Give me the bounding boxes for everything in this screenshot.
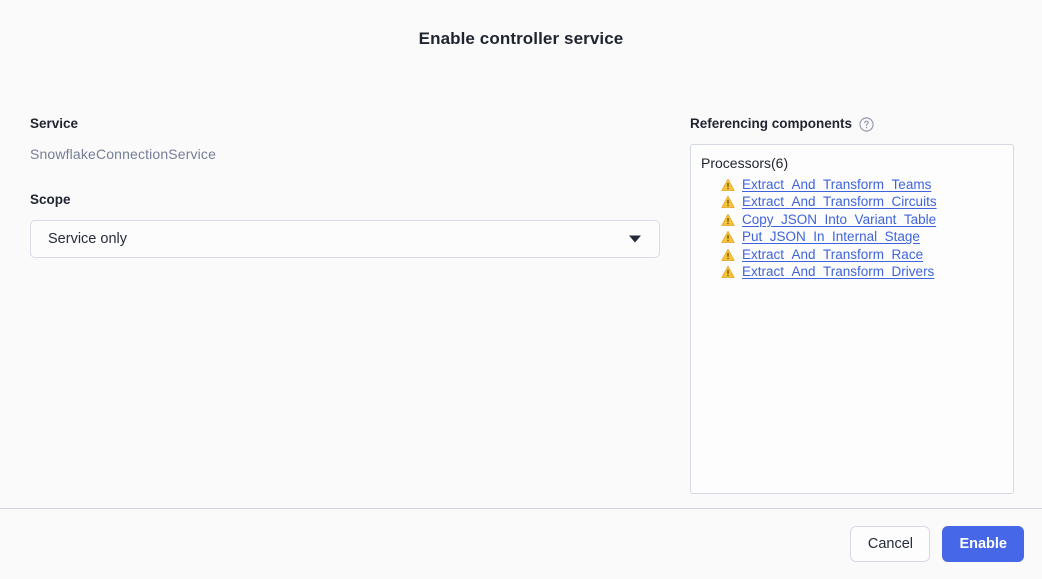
warning-triangle-icon [721, 231, 735, 244]
dialog-body: Service SnowflakeConnectionService Scope… [0, 50, 1042, 508]
dialog-footer: Cancel Enable [0, 508, 1042, 579]
chevron-down-icon [629, 235, 641, 243]
service-field-block: Service SnowflakeConnectionService [30, 115, 660, 164]
list-item[interactable]: Copy_JSON_Into_Variant_Table [699, 211, 1003, 229]
component-link[interactable]: Put_JSON_In_Internal_Stage [742, 229, 920, 245]
enable-button[interactable]: Enable [942, 526, 1024, 562]
referencing-components-header: Referencing components [690, 115, 1014, 133]
warning-triangle-icon [721, 196, 735, 209]
scope-select-value: Service only [48, 231, 127, 247]
warning-triangle-icon [721, 266, 735, 279]
referencing-components-column: Referencing components Processors(6) [690, 115, 1014, 494]
processors-group-title: Processors(6) [701, 155, 789, 171]
scope-label: Scope [30, 192, 71, 207]
component-link[interactable]: Extract_And_Transform_Race [742, 246, 924, 262]
dialog-title: Enable controller service [418, 29, 624, 48]
help-circle-icon[interactable] [859, 116, 874, 132]
list-item[interactable]: Extract_And_Transform_Teams [699, 176, 1003, 194]
component-link[interactable]: Copy_JSON_Into_Variant_Table [742, 211, 937, 227]
service-form-column: Service SnowflakeConnectionService Scope… [30, 115, 660, 258]
cancel-button[interactable]: Cancel [850, 526, 931, 562]
scope-field-block: Scope Service only [30, 191, 660, 258]
component-link[interactable]: Extract_And_Transform_Drivers [742, 264, 935, 280]
warning-triangle-icon [721, 178, 735, 191]
list-item[interactable]: Put_JSON_In_Internal_Stage [699, 229, 1003, 247]
list-item[interactable]: Extract_And_Transform_Circuits [699, 194, 1003, 212]
referencing-components-panel: Processors(6) Extract_And_Transform_Team… [690, 144, 1014, 494]
service-label: Service [30, 116, 79, 131]
warning-triangle-icon [721, 213, 735, 226]
scope-select[interactable]: Service only [30, 220, 660, 258]
referencing-components-list: Extract_And_Transform_Teams Extract_And_… [699, 176, 1003, 281]
list-item[interactable]: Extract_And_Transform_Race [699, 246, 1003, 264]
service-value: SnowflakeConnectionService [30, 146, 217, 162]
component-link[interactable]: Extract_And_Transform_Circuits [742, 194, 937, 210]
component-link[interactable]: Extract_And_Transform_Teams [742, 176, 932, 192]
referencing-components-title: Referencing components [690, 116, 853, 131]
list-item[interactable]: Extract_And_Transform_Drivers [699, 264, 1003, 282]
warning-triangle-icon [721, 248, 735, 261]
